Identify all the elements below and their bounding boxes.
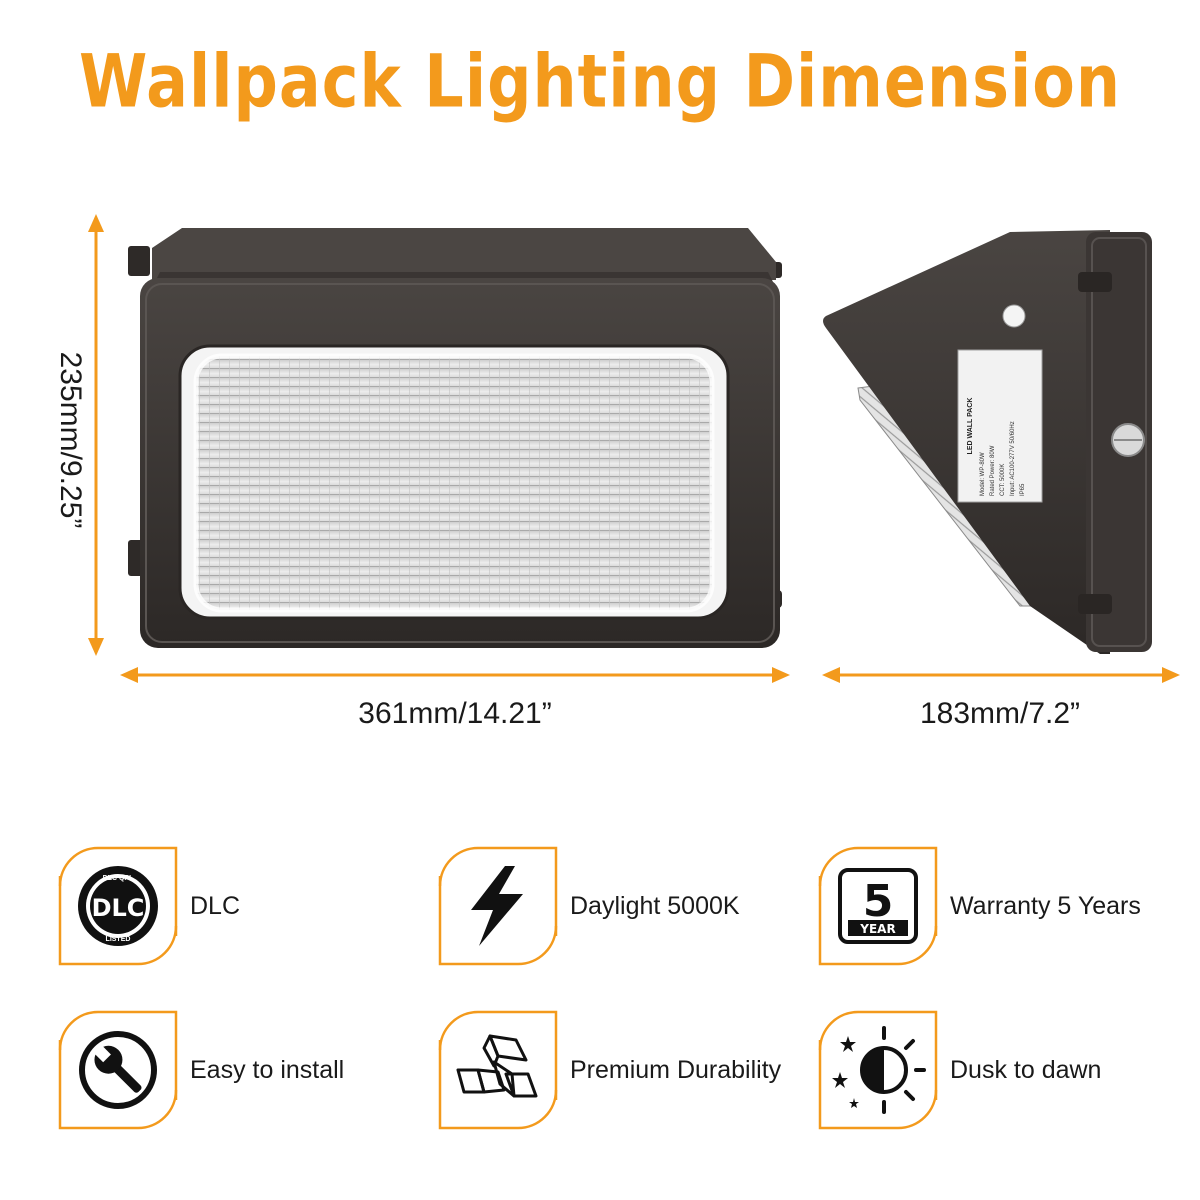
ingots-icon bbox=[456, 1034, 538, 1098]
feature-label: Daylight 5000K bbox=[570, 892, 740, 920]
wallpack-side-view: LED WALL PACK Model: WP-80W Rated Power:… bbox=[823, 230, 1152, 654]
wallpack-front-view bbox=[128, 228, 782, 648]
wrench-icon bbox=[79, 1031, 157, 1109]
dlc-main-text: DLC bbox=[92, 894, 145, 922]
feature-label: Premium Durability bbox=[570, 1056, 782, 1084]
label-plate-line: Input: AC100-277V 50/60Hz bbox=[1010, 421, 1016, 496]
dlc-ring-top-text: DLC QPL bbox=[103, 875, 134, 882]
feature-dlc: DLC QPL DLC LISTED DLC bbox=[58, 846, 418, 966]
depth-arrow bbox=[822, 667, 1180, 683]
feature-label: Dusk to dawn bbox=[950, 1056, 1102, 1084]
lightning-icon bbox=[471, 866, 523, 946]
feature-frame bbox=[818, 846, 938, 966]
warranty-word-text: YEAR bbox=[859, 922, 895, 936]
warranty-5-year-icon: 5 YEAR bbox=[838, 868, 918, 944]
page-title: Wallpack Lighting Dimension bbox=[79, 38, 1121, 125]
feature-frame bbox=[58, 846, 178, 966]
label-plate-line: Rated Power: 80W bbox=[990, 445, 996, 496]
feature-warranty: 5 YEAR Warranty 5 Years bbox=[818, 846, 1178, 966]
feature-label: DLC bbox=[190, 892, 241, 920]
label-plate-line: CCT: 5000K bbox=[1000, 464, 1006, 496]
dimension-drawing: LED WALL PACK Model: WP-80W Rated Power:… bbox=[88, 214, 1180, 683]
dlc-icon: DLC QPL DLC LISTED bbox=[78, 866, 158, 946]
dusk-to-dawn-icon bbox=[832, 1026, 926, 1114]
feature-label: Warranty 5 Years bbox=[950, 892, 1141, 920]
width-dimension-label: 361mm/14.21” bbox=[358, 697, 552, 730]
label-plate-line: Model: WP-80W bbox=[980, 452, 986, 496]
width-arrow bbox=[120, 667, 790, 683]
feature-frame bbox=[58, 1010, 178, 1130]
feature-frame bbox=[818, 1010, 938, 1130]
feature-easy-install: Easy to install bbox=[58, 1010, 418, 1130]
warranty-number-text: 5 bbox=[863, 876, 894, 927]
dlc-ring-bottom-text: LISTED bbox=[106, 936, 131, 943]
feature-daylight: Daylight 5000K bbox=[438, 846, 798, 966]
label-plate-heading: LED WALL PACK bbox=[967, 398, 974, 455]
feature-durability: Premium Durability bbox=[438, 1010, 798, 1130]
feature-frame bbox=[438, 846, 558, 966]
feature-frame bbox=[438, 1010, 558, 1130]
feature-dusk-to-dawn: Dusk to dawn bbox=[818, 1010, 1178, 1130]
depth-dimension-label: 183mm/7.2” bbox=[919, 697, 1081, 730]
label-plate: LED WALL PACK Model: WP-80W Rated Power:… bbox=[957, 349, 1043, 503]
height-dimension-label: 235mm/9.25” bbox=[54, 351, 87, 529]
label-plate-line: IP65 bbox=[1020, 483, 1026, 496]
height-arrow bbox=[88, 214, 104, 656]
feature-label: Easy to install bbox=[190, 1056, 345, 1084]
